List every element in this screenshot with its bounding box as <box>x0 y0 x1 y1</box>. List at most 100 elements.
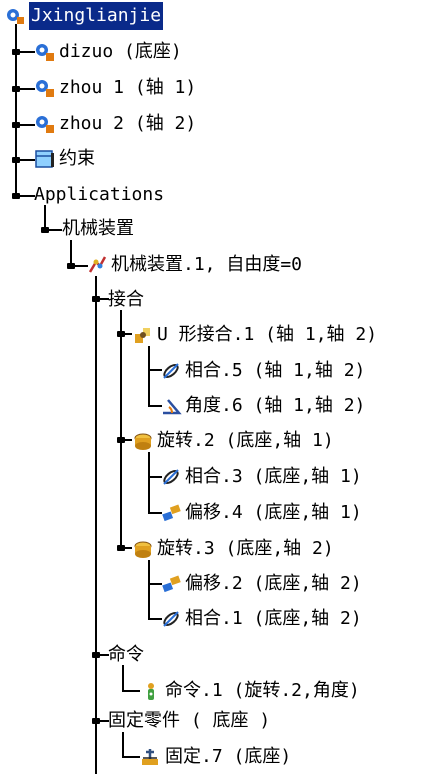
tree-line <box>15 88 35 90</box>
tree-line <box>122 756 140 758</box>
expand-toggle-applications[interactable] <box>12 193 20 199</box>
tree-line <box>148 369 162 371</box>
tree-item-label: Applications <box>34 184 165 205</box>
tree-item-label: zhou 1 (轴 1) <box>59 77 197 98</box>
mechanism-icon <box>86 254 108 276</box>
tree-item-zhou2[interactable]: zhou 2 (轴 2) <box>34 110 196 138</box>
tree-line <box>15 124 35 126</box>
expand-toggle-fixed[interactable] <box>92 718 100 724</box>
tree-item-label: 命令.1 (旋转.2,角度) <box>165 680 360 701</box>
expand-toggle-zhou2[interactable] <box>12 122 20 128</box>
tree-item-constraints[interactable]: 约束 <box>34 145 95 173</box>
offset-icon <box>160 573 182 595</box>
tree-line <box>95 720 109 722</box>
tree-item-label: 相合.3 (底座,轴 1) <box>185 466 362 487</box>
coincidence-icon <box>160 608 182 630</box>
tree-item-label: 旋转.3 (底座,轴 2) <box>157 538 334 559</box>
coincidence-icon <box>160 466 182 488</box>
tree-line <box>15 195 35 197</box>
tree-line <box>70 240 72 266</box>
tree-item-label: 固定零件 ( 底座 ) <box>108 710 271 731</box>
tree-item-revolute-3[interactable]: 旋转.3 (底座,轴 2) <box>132 535 334 563</box>
tree-item-joints[interactable]: 接合 <box>108 286 144 314</box>
tree-line <box>122 732 124 758</box>
tree-item-label: zhou 2 (轴 2) <box>59 113 197 134</box>
tree-item-command-1[interactable]: 命令.1 (旋转.2,角度) <box>140 677 360 705</box>
tree-line <box>122 665 124 691</box>
tree-line <box>148 583 162 585</box>
command-icon <box>140 680 162 702</box>
tree-item-coincidence-3[interactable]: 相合.3 (底座,轴 1) <box>160 463 362 491</box>
product-icon <box>4 5 26 27</box>
tree-line <box>148 452 150 514</box>
tree-item-label: dizuo (底座) <box>59 41 182 62</box>
tree-line <box>122 690 140 692</box>
tree-line <box>44 229 62 231</box>
part-icon <box>34 77 56 99</box>
revolute-icon <box>132 538 154 560</box>
offset-icon <box>160 502 182 524</box>
revolute-icon <box>132 430 154 452</box>
tree-item-label: 命令 <box>108 644 144 665</box>
tree-line <box>15 159 35 161</box>
fixed-icon <box>140 746 162 768</box>
tree-line <box>95 276 97 774</box>
tree-line <box>120 333 132 335</box>
expand-toggle-dizuo[interactable] <box>12 49 20 55</box>
tree-item-label: 机械装置.1, 自由度=0 <box>111 254 303 275</box>
tree-line <box>148 346 150 406</box>
u-joint-icon <box>132 324 154 346</box>
tree-item-offset-2[interactable]: 偏移.2 (底座,轴 2) <box>160 570 362 598</box>
tree-item-commands[interactable]: 命令 <box>108 641 144 669</box>
expand-toggle-constraints[interactable] <box>12 157 20 163</box>
tree-item-angle-6[interactable]: 角度.6 (轴 1,轴 2) <box>160 392 365 420</box>
constraints-icon <box>34 148 56 170</box>
expand-toggle-commands[interactable] <box>92 652 100 658</box>
tree-item-label: U 形接合.1 (轴 1,轴 2) <box>157 324 378 345</box>
tree-item-dizuo[interactable]: dizuo (底座) <box>34 38 182 66</box>
tree-line <box>148 560 150 620</box>
tree-item-label: 接合 <box>108 289 144 310</box>
tree-line <box>148 476 162 478</box>
tree-item-zhou1[interactable]: zhou 1 (轴 1) <box>34 74 196 102</box>
tree-item-mechanism-app[interactable]: 机械装置 <box>62 215 134 243</box>
tree-line <box>15 51 35 53</box>
tree-line <box>44 205 46 231</box>
expand-toggle-mechanism-1[interactable] <box>67 263 75 269</box>
tree-item-u-joint[interactable]: U 形接合.1 (轴 1,轴 2) <box>132 321 377 349</box>
tree-item-applications[interactable]: Applications <box>34 181 164 209</box>
tree-line <box>148 405 162 407</box>
expand-toggle-mechanism-app[interactable] <box>41 227 49 233</box>
expand-toggle-joints[interactable] <box>92 296 100 302</box>
coincidence-icon <box>160 360 182 382</box>
part-icon <box>34 113 56 135</box>
tree-line <box>120 547 132 549</box>
tree-item-mechanism-1[interactable]: 机械装置.1, 自由度=0 <box>86 251 302 279</box>
tree-item-label: 偏移.2 (底座,轴 2) <box>185 573 362 594</box>
tree-line <box>148 618 162 620</box>
tree-item-label: 偏移.4 (底座,轴 1) <box>185 502 362 523</box>
tree-item-coincidence-5[interactable]: 相合.5 (轴 1,轴 2) <box>160 357 365 385</box>
tree-item-fixed-7[interactable]: 固定.7 (底座) <box>140 743 291 771</box>
expand-toggle-revolute-3[interactable] <box>117 545 125 551</box>
tree-line <box>120 310 122 550</box>
expand-toggle-zhou1[interactable] <box>12 86 20 92</box>
expand-toggle-u-joint[interactable] <box>117 331 125 337</box>
tree-line <box>95 298 109 300</box>
tree-item-fixed-parts[interactable]: 固定零件 ( 底座 ) <box>108 707 270 735</box>
tree-item-coincidence-1[interactable]: 相合.1 (底座,轴 2) <box>160 605 362 633</box>
tree-item-label: 机械装置 <box>62 218 134 239</box>
tree-item-label: Jxinglianjie <box>29 2 164 30</box>
tree-item-revolute-2[interactable]: 旋转.2 (底座,轴 1) <box>132 427 334 455</box>
tree-item-label: 相合.5 (轴 1,轴 2) <box>185 360 366 381</box>
tree-item-label: 角度.6 (轴 1,轴 2) <box>185 395 366 416</box>
tree-line <box>95 654 109 656</box>
tree-item-root[interactable]: Jxinglianjie <box>4 2 164 30</box>
tree-item-label: 相合.1 (底座,轴 2) <box>185 608 362 629</box>
tree-line <box>70 265 88 267</box>
tree-item-offset-4[interactable]: 偏移.4 (底座,轴 1) <box>160 499 362 527</box>
tree-line <box>148 512 162 514</box>
tree-line <box>120 439 132 441</box>
tree-item-label: 固定.7 (底座) <box>165 746 292 767</box>
expand-toggle-revolute-2[interactable] <box>117 437 125 443</box>
